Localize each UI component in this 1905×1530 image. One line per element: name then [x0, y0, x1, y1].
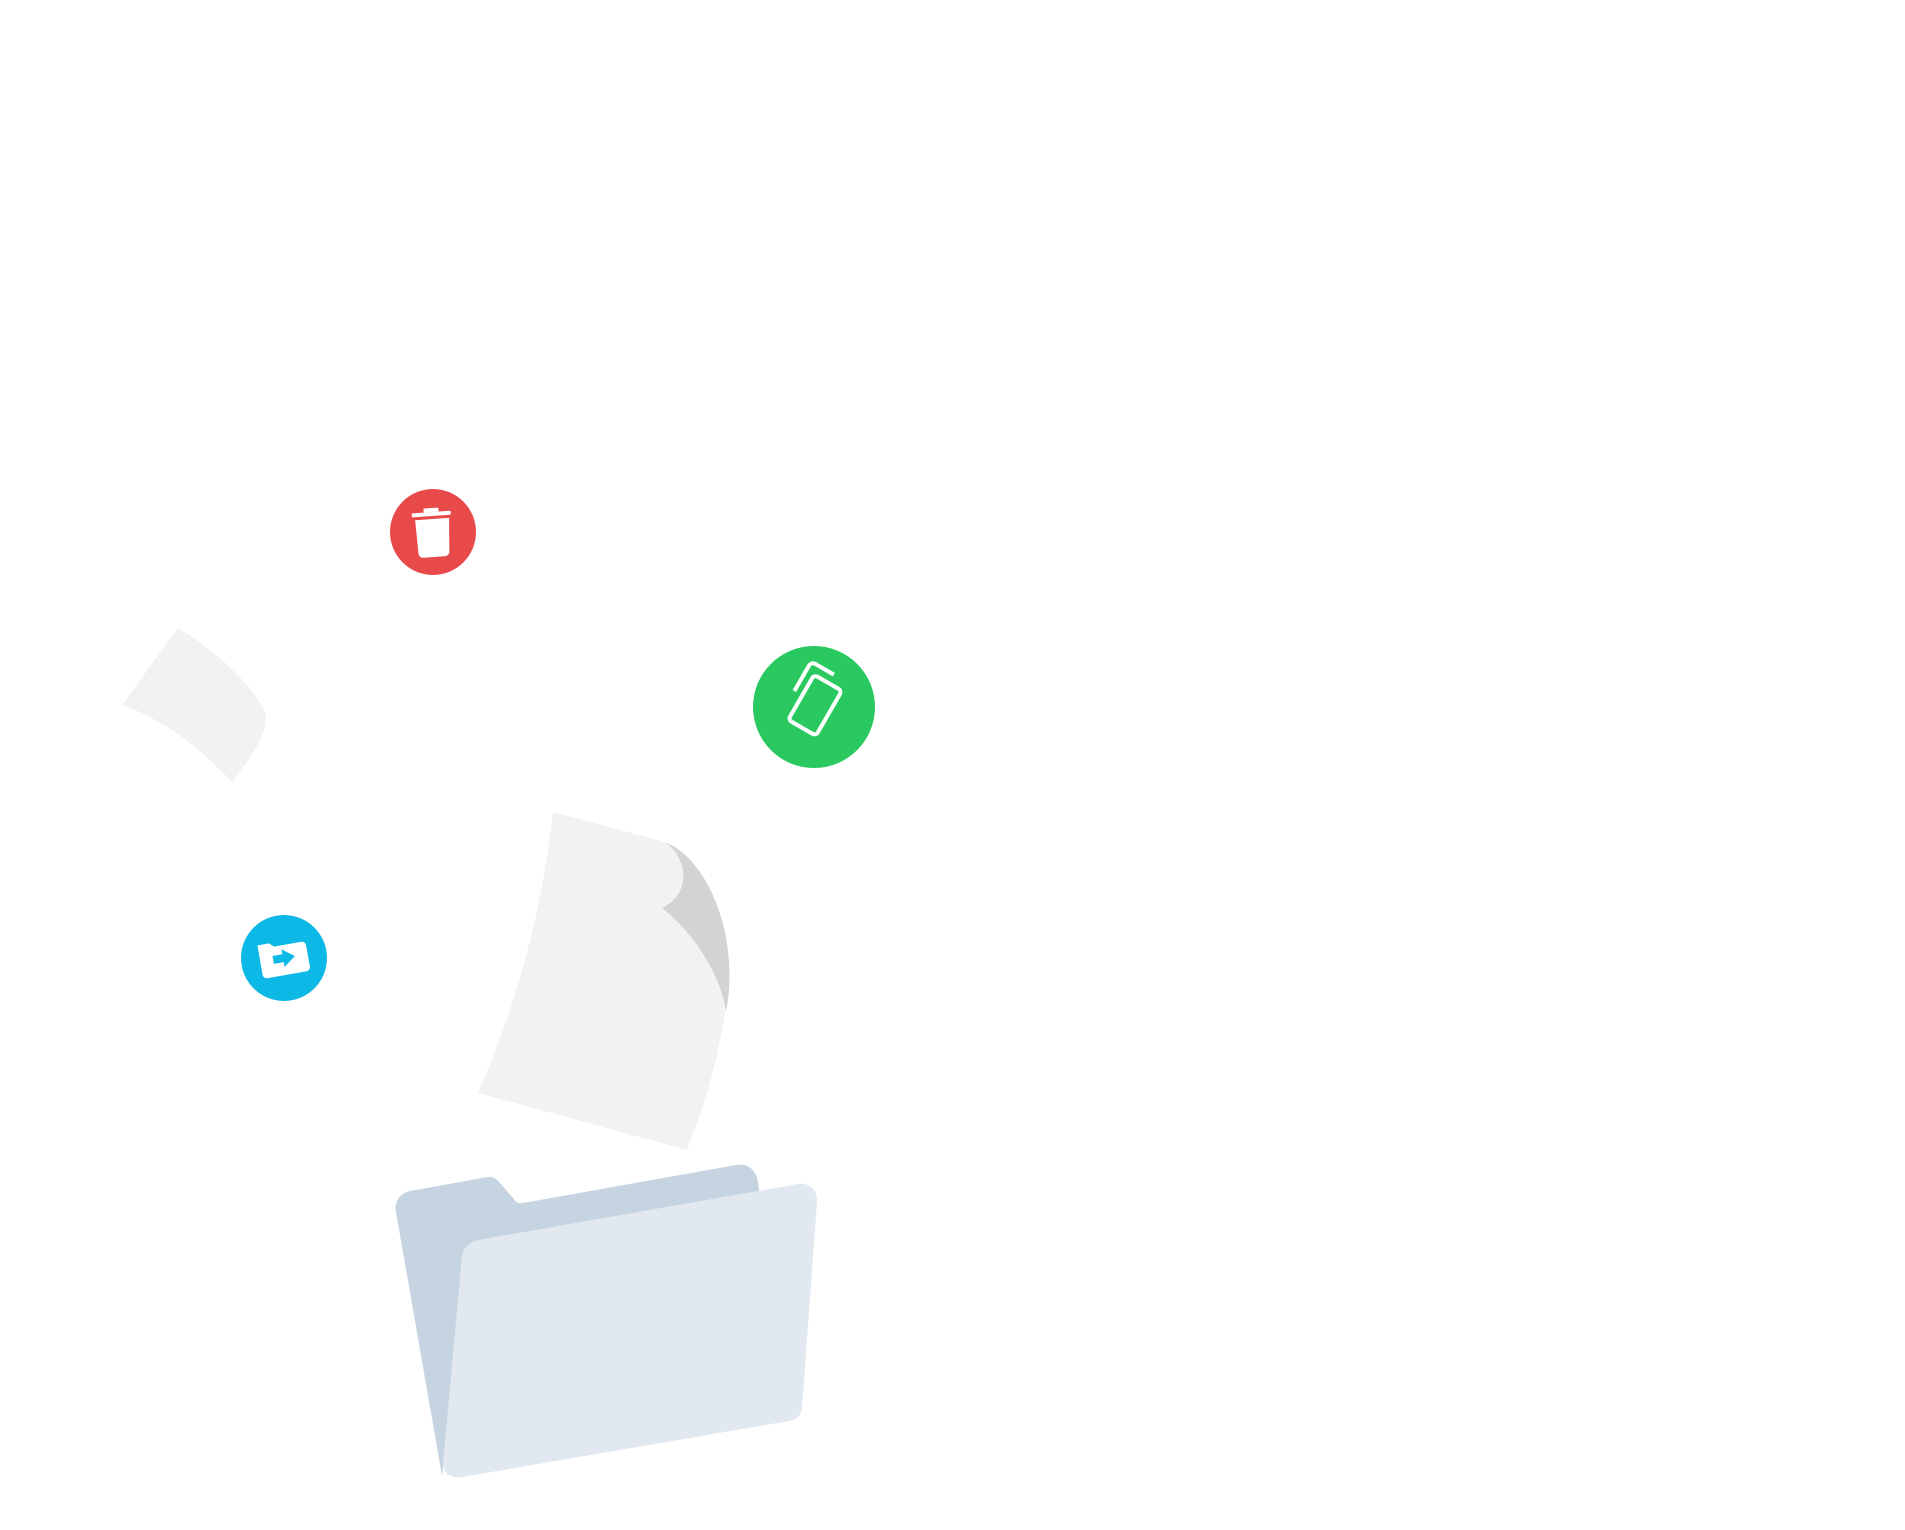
move-action-button[interactable]: [241, 915, 327, 1001]
folder-icon: [395, 1164, 818, 1478]
copy-icon: [787, 661, 843, 737]
flying-document: [478, 812, 730, 1150]
copy-badge[interactable]: [753, 646, 875, 768]
flying-paper-small: [122, 628, 266, 782]
copy-action-button[interactable]: [753, 646, 875, 768]
trash-icon: [411, 507, 451, 558]
document-curl: [662, 842, 730, 1012]
delete-action-button[interactable]: [390, 489, 476, 575]
folder-front: [443, 1183, 818, 1478]
document-sheet: [478, 812, 725, 1150]
folder-move-icon: [257, 941, 310, 979]
